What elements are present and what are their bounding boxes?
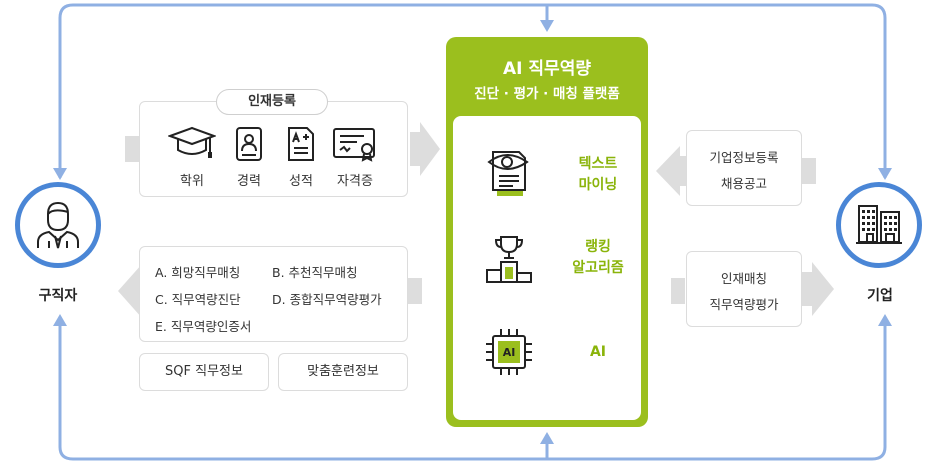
grades-item: 성적 xyxy=(271,126,331,189)
company-registration-box: 기업정보등록 채용공고 xyxy=(686,130,802,206)
matching-item-c: C. 직무역량진단 xyxy=(155,292,241,307)
degree-item: 학위 xyxy=(162,126,222,189)
svg-text:AI: AI xyxy=(503,346,516,359)
job-seeker-label: 구직자 xyxy=(38,288,78,304)
arrow-down-company-icon xyxy=(878,168,892,180)
sqf-job-info-button[interactable]: SQF 직무정보 xyxy=(139,353,269,391)
talent-matching-text: 인재매칭 xyxy=(720,271,767,286)
custom-training-info-button[interactable]: 맞춤훈련정보 xyxy=(278,353,408,391)
arrow-down-jobseeker-icon xyxy=(53,168,67,180)
career-item: 경력 xyxy=(219,126,279,189)
certificate-item: 자격증 xyxy=(325,126,385,189)
ranking-label-line1: 랭킹 xyxy=(585,239,611,255)
job-seeker-person-icon xyxy=(37,201,79,249)
company-building-icon xyxy=(856,205,902,244)
matching-item-d: D. 종합직무역량평가 xyxy=(272,292,382,307)
talent-registration-title: 인재등록 xyxy=(216,89,328,115)
resume-document-icon xyxy=(236,127,262,161)
grades-label: 성적 xyxy=(289,174,313,189)
matching-item-e: E. 직무역량인증서 xyxy=(155,319,252,334)
arrow-left-to-platform-icon xyxy=(656,146,688,196)
competency-evaluation-text: 직무역량평가 xyxy=(709,297,779,312)
talent-matching-box: 인재매칭 직무역량평가 xyxy=(686,251,802,327)
company-info-registration-text: 기업정보등록 xyxy=(709,150,779,165)
platform-features-panel: 텍스트 마이닝 랭킹 알고리즘 xyxy=(453,116,641,420)
arrow-up-company-icon xyxy=(878,314,892,326)
job-seeker-circle xyxy=(15,182,101,268)
platform-subtitle: 진단 · 평가 · 매칭 플랫폼 xyxy=(474,86,620,102)
arrow-up-jobseeker-icon xyxy=(53,314,67,326)
grade-a-plus-icon xyxy=(288,127,314,161)
ai-chip-icon: AI xyxy=(486,329,532,375)
arrow-up-platform-icon xyxy=(540,432,554,444)
matching-item-a: A. 희망직무매칭 xyxy=(155,265,241,280)
matching-list-box xyxy=(139,246,408,342)
ranking-label-line2: 알고리즘 xyxy=(572,260,624,276)
matching-item-b: B. 추천직무매칭 xyxy=(272,265,358,280)
ai-platform-panel: AI 직무역량 진단 · 평가 · 매칭 플랫폼 텍스트 마이닝 xyxy=(446,37,648,427)
graduation-cap-icon xyxy=(167,126,217,158)
certificate-icon xyxy=(333,128,375,162)
career-label: 경력 xyxy=(237,174,261,189)
certificate-label: 자격증 xyxy=(337,174,373,189)
company-label: 기업 xyxy=(867,288,893,304)
ai-label: AI xyxy=(589,344,607,360)
text-mining-eye-document-icon xyxy=(487,151,529,196)
platform-title: AI 직무역량 xyxy=(503,59,591,79)
arrow-right-to-company-icon xyxy=(802,262,834,316)
company-circle xyxy=(836,182,922,268)
arrow-down-platform-icon xyxy=(540,20,554,32)
text-mining-label-line2: 마이닝 xyxy=(578,177,618,193)
ranking-trophy-podium-icon xyxy=(486,236,532,283)
text-mining-label-line1: 텍스트 xyxy=(578,156,618,172)
talent-registration-box xyxy=(139,101,408,197)
job-posting-text: 채용공고 xyxy=(720,176,767,191)
degree-label: 학위 xyxy=(180,174,204,189)
arrow-right-to-platform-icon xyxy=(410,122,440,176)
